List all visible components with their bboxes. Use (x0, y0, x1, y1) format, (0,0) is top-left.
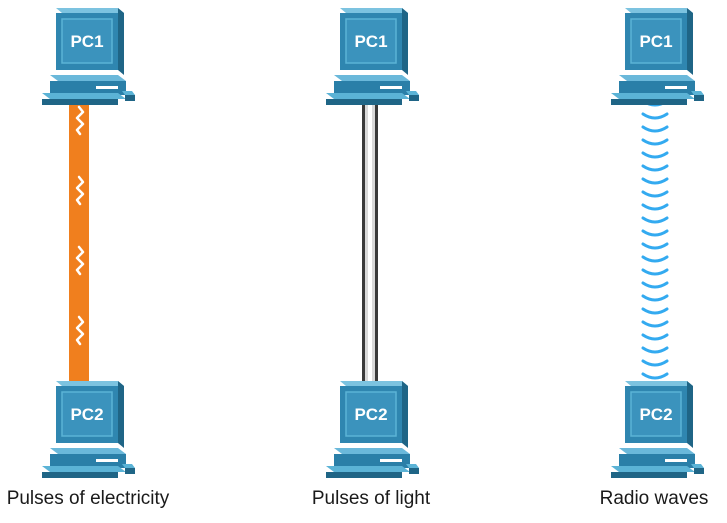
caption-electricity: Pulses of electricity (6, 488, 170, 509)
fiber-cable (362, 95, 378, 385)
pc-label: PC2 (354, 405, 387, 424)
pc-icon: PC1 (42, 8, 135, 105)
pc-icon: PC2 (42, 381, 135, 478)
caption-light: Pulses of light (311, 488, 431, 509)
pc-label: PC2 (70, 405, 103, 424)
copper-cable (69, 95, 89, 385)
pc-icon: PC2 (611, 381, 704, 478)
radio-waves (641, 99, 669, 380)
pc-icon: PC1 (611, 8, 704, 105)
pc-label: PC1 (70, 32, 103, 51)
pc-label: PC1 (639, 32, 672, 51)
pc-icon: PC1 (326, 8, 419, 105)
caption-radio: Radio waves (599, 488, 709, 509)
pc-label: PC1 (354, 32, 387, 51)
pc-label: PC2 (639, 405, 672, 424)
pc-icon: PC2 (326, 381, 419, 478)
